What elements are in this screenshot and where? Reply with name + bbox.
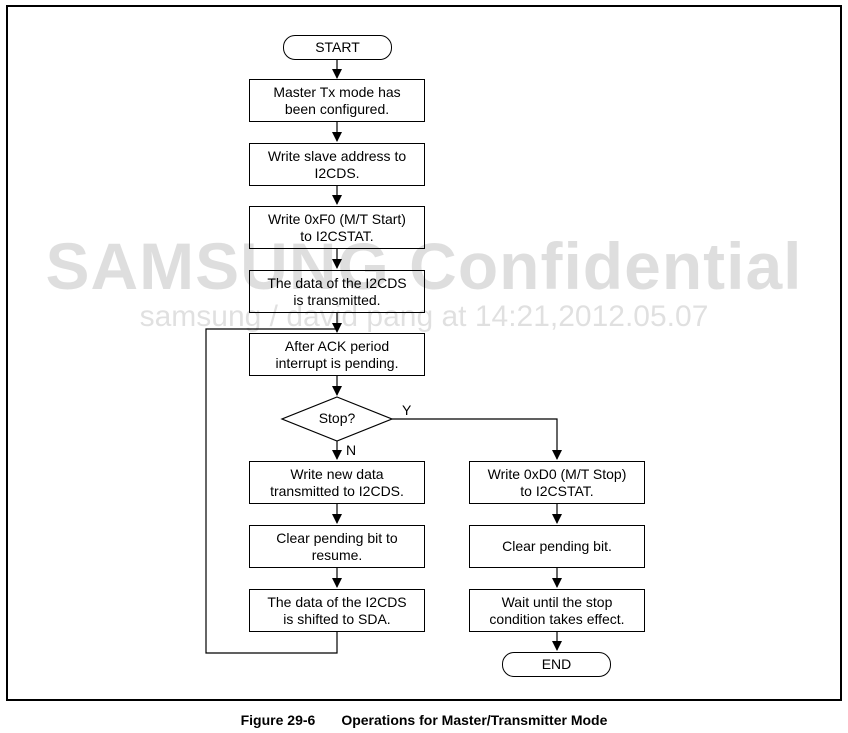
step-write-new-data: Write new data transmitted to I2CDS. <box>249 461 425 504</box>
start-terminal: START <box>283 35 392 60</box>
step-clear-pending: Clear pending bit. <box>469 525 645 568</box>
step-data-shifted-sda: The data of the I2CDS is shifted to SDA. <box>249 589 425 632</box>
decision-diamond <box>280 396 394 442</box>
step-master-tx-configured: Master Tx mode has been configured. <box>249 79 425 122</box>
step-clear-pending-resume: Clear pending bit to resume. <box>249 525 425 568</box>
loop-back-line <box>205 328 338 654</box>
start-label: START <box>315 39 360 55</box>
end-label: END <box>541 656 572 672</box>
arrow-decision-to-yes1 <box>392 418 562 460</box>
decision-label: Stop? <box>318 410 356 426</box>
figure-number: Figure 29-6 <box>240 712 316 728</box>
step-write-slave-address: Write slave address to I2CDS. <box>249 143 425 186</box>
step-ack-interrupt-pending: After ACK period interrupt is pending. <box>249 333 425 376</box>
step-write-mt-start: Write 0xF0 (M/T Start) to I2CSTAT. <box>249 206 425 249</box>
figure-title: Operations for Master/Transmitter Mode <box>341 712 608 728</box>
step-data-transmitted: The data of the I2CDS is transmitted. <box>249 270 425 313</box>
no-label: N <box>346 442 357 458</box>
step-wait-stop-condition: Wait until the stop condition takes effe… <box>469 589 645 632</box>
yes-label: Y <box>402 402 412 418</box>
step-write-mt-stop: Write 0xD0 (M/T Stop) to I2CSTAT. <box>469 461 645 504</box>
end-terminal: END <box>502 652 611 677</box>
figure-caption: Figure 29-6 Operations for Master/Transmi… <box>0 712 848 728</box>
